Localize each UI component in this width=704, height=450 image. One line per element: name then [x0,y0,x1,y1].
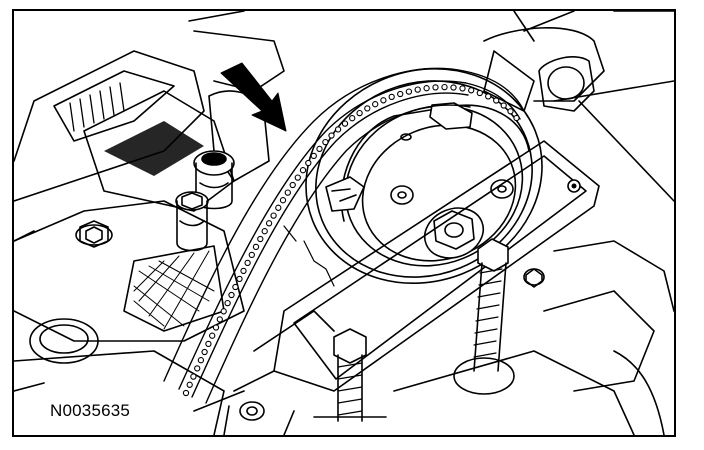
chain-link [257,235,264,243]
chain-link [244,259,251,267]
chain-link [328,132,335,139]
chain-link [270,212,277,219]
chain-link [500,102,507,109]
chain-link [265,220,273,227]
chain-link [334,126,342,133]
chain-link [205,340,212,348]
timing-chain-illustration [14,11,674,435]
chain-link [476,89,483,97]
chain-link [201,348,208,356]
chain-link [197,357,205,364]
chain-link [252,243,260,251]
chain-link [356,109,363,117]
chain-link [289,181,296,189]
bolt-middle [175,191,209,252]
chain-link [194,365,201,372]
chain-link [220,308,227,315]
stud-right [453,238,515,395]
chain-link [341,120,349,127]
chain-link [275,204,282,211]
chain-link [513,114,520,122]
chain-link [380,97,387,104]
chain-link [236,275,243,283]
chain-link [294,174,301,181]
chain-link [414,86,421,93]
chain-link [212,324,220,331]
chain-link [450,84,457,91]
chain-link [248,251,255,259]
chain-link [190,373,197,380]
chain-link [232,283,239,291]
chain-link [216,316,223,323]
housing-right [273,11,674,392]
camshaft-sprocket [283,67,543,287]
chain-link [405,88,413,95]
chain-link [349,115,356,122]
chain-link [423,85,430,92]
chain-link [240,267,247,275]
bolt-left [75,220,113,248]
chain-link [261,228,268,235]
chain-link [310,152,317,160]
chain-link [182,389,190,397]
chain-link [284,189,291,196]
chain-link [432,84,439,91]
engine-block-lower-right [193,240,674,435]
chain-link [228,291,235,299]
figure-reference-number: N0035635 [50,401,131,420]
chain-link [316,145,323,153]
chain-link [186,381,193,388]
chain-link [209,332,216,339]
chain-link [507,108,514,115]
timing-chain-links [182,83,520,397]
chain-link [299,167,307,174]
chain-link [364,105,371,112]
stud-left [313,328,387,422]
chain-link [441,83,448,91]
chain-link [279,197,287,204]
chain-link [388,93,395,101]
chain-link [397,90,404,98]
chain-link [459,85,466,92]
chain-link [224,299,231,307]
chain-link [305,159,312,167]
arrow-icon [220,62,287,132]
chain-link [322,138,329,146]
figure-frame: N0035635 [12,9,676,437]
chain-link [468,87,475,94]
chain-link [372,101,379,108]
